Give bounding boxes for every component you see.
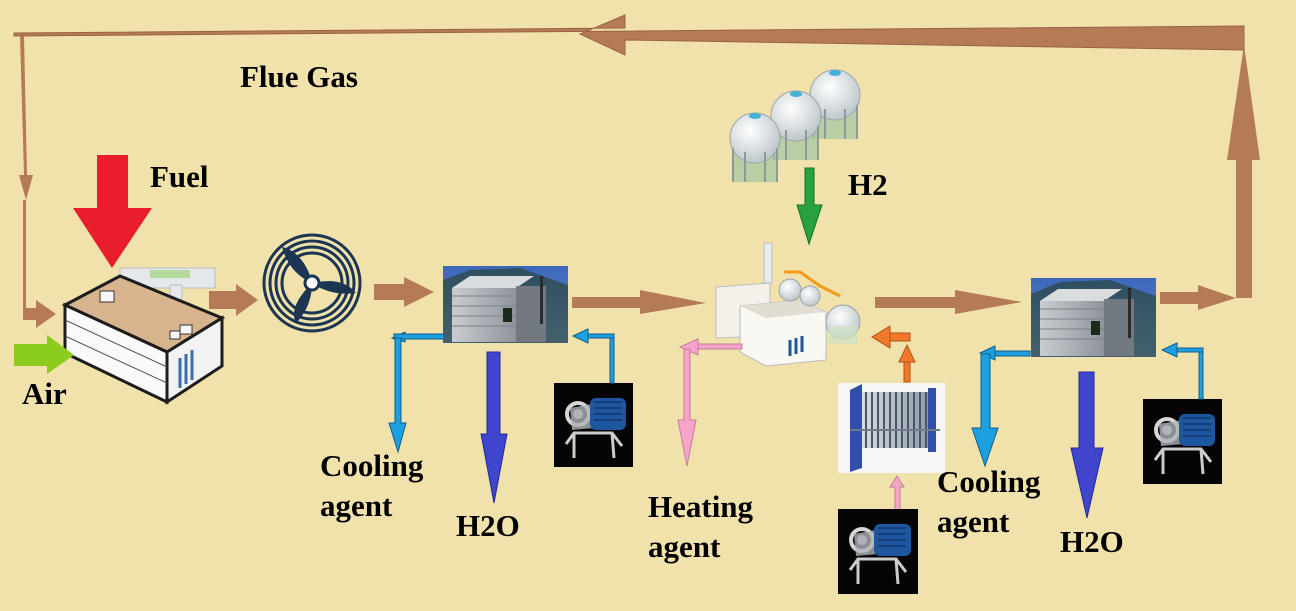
pump-3 (1143, 399, 1222, 484)
h2o-label-2: H2O (1060, 524, 1124, 559)
cooling-agent-label-1-line2: agent (320, 488, 393, 523)
air-arrow (14, 335, 74, 374)
boiler (61, 267, 226, 405)
cooling-supply-arrow-1 (571, 328, 615, 384)
heating-agent-label-line2: agent (648, 529, 721, 564)
pump-1 (554, 383, 633, 467)
pump-2 (838, 509, 918, 594)
cooling-supply-arrow-2 (1160, 342, 1204, 400)
heating-agent-arrow (677, 338, 743, 467)
flue-gas-label: Flue Gas (240, 59, 358, 94)
fan-icon (262, 233, 362, 333)
water-arrow-1 (480, 351, 508, 504)
heating-supply-arrow (889, 475, 905, 515)
fuel-arrow (73, 155, 152, 268)
plate-heat-exchanger (838, 383, 945, 473)
cooling-agent-label-2-line1: Cooling (937, 464, 1041, 499)
heat-exchanger-outlet-arrow (871, 325, 916, 383)
gas-arrow-plant-to-tower2 (875, 290, 1022, 314)
hydrogen-arrow (796, 167, 823, 246)
cooling-agent-arrow-2 (971, 345, 1031, 468)
gas-arrow-fan-to-tower1 (374, 277, 434, 307)
cooling-agent-label-1-line1: Cooling (320, 448, 424, 483)
cooling-agent-arrow-1 (388, 331, 445, 454)
water-arrow-2 (1070, 371, 1104, 519)
flue-gas-recycle-arrow (13, 14, 1260, 328)
gas-arrow-boiler-to-fan (209, 284, 258, 316)
h2o-label-1: H2O (456, 508, 520, 543)
air-label: Air (22, 376, 67, 411)
gas-arrow-tower2-to-riser (1160, 285, 1236, 310)
cooling-tower-2 (1031, 278, 1156, 357)
fuel-label: Fuel (150, 159, 209, 194)
h2-label: H2 (848, 167, 888, 202)
cooling-agent-label-2-line2: agent (937, 504, 1010, 539)
heating-agent-label-line1: Heating (648, 489, 754, 524)
cooling-tower-1 (443, 266, 568, 343)
hydrogen-storage-tanks (729, 69, 861, 182)
chemical-plant (715, 242, 861, 367)
gas-arrow-tower1-to-plant (572, 290, 706, 314)
